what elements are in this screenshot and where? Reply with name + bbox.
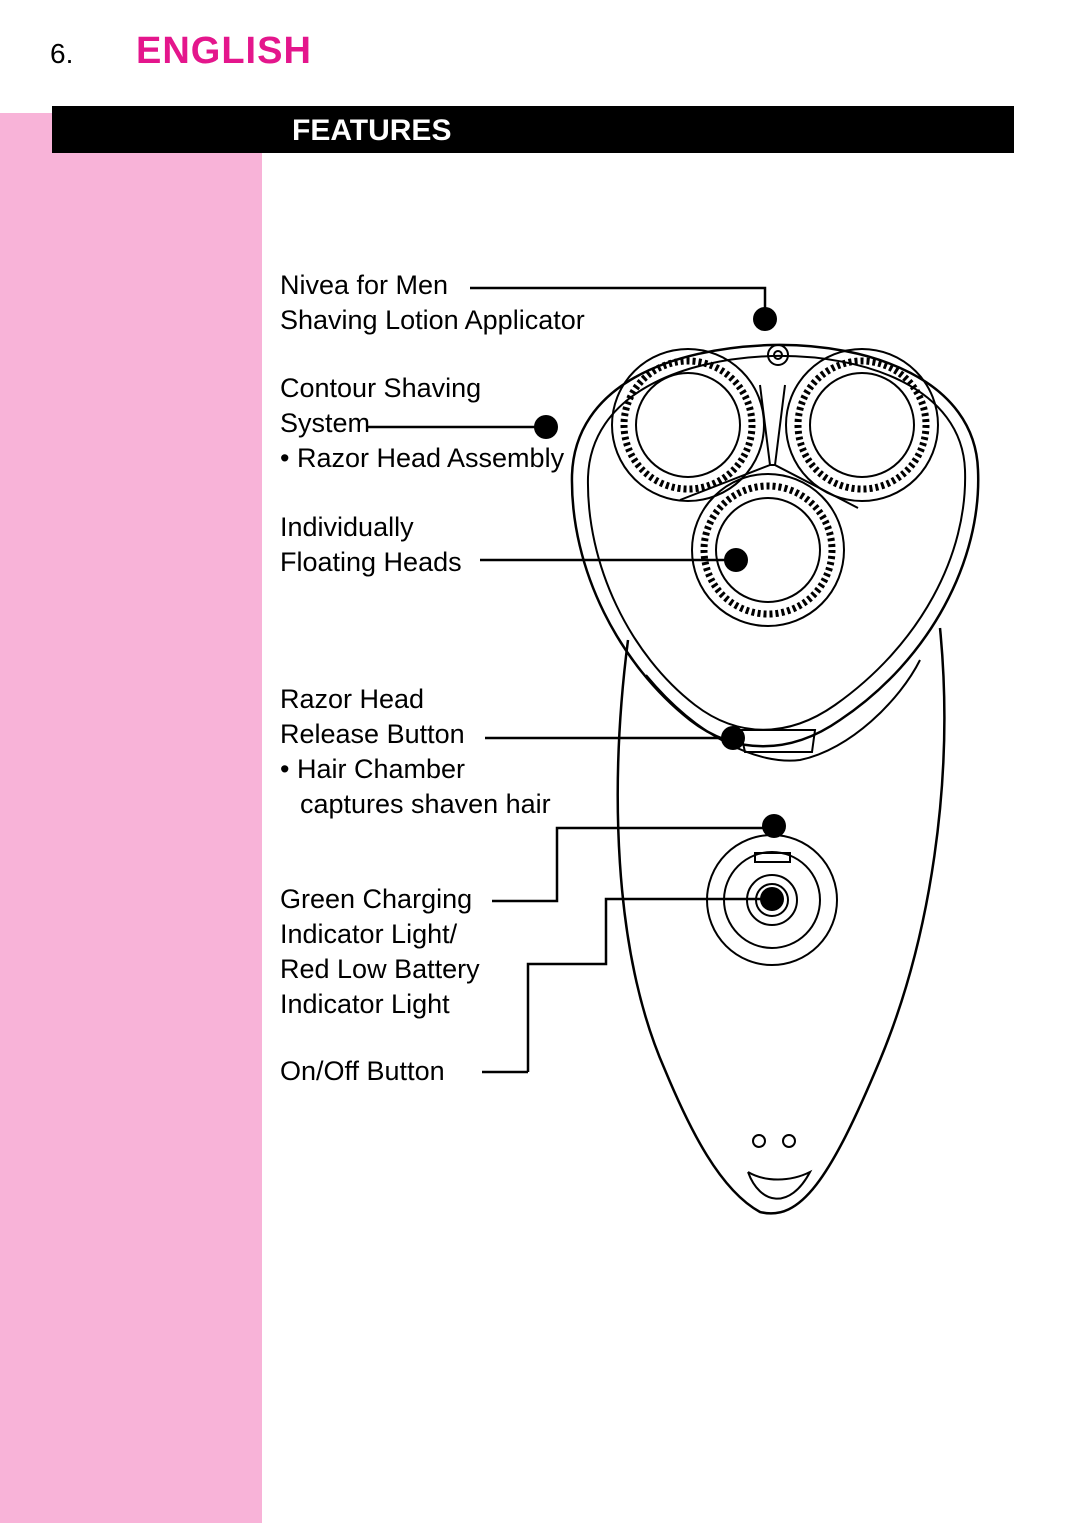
label-line: System	[280, 408, 371, 438]
handle-base	[747, 1169, 813, 1200]
label-line: Indicator Light/	[280, 919, 458, 949]
label-onoff-button: On/Off Button	[280, 1054, 445, 1089]
hair-chamber	[645, 659, 921, 762]
charge-contact	[782, 1134, 796, 1148]
callout-dots	[534, 307, 786, 911]
label-line: Nivea for Men	[280, 270, 449, 300]
language-heading: ENGLISH	[136, 30, 312, 72]
label-line: Floating Heads	[280, 547, 462, 577]
callout-lines	[368, 286, 774, 1074]
label-charging-light: Green Charging Indicator Light/ Red Low …	[280, 882, 480, 1022]
label-line: Individually	[280, 512, 414, 542]
head-shell-outer	[570, 343, 980, 748]
label-line: captures shaven hair	[300, 789, 551, 819]
page-number: 6.	[50, 38, 74, 69]
label-line: Release Button	[280, 719, 465, 749]
label-line: Indicator Light	[280, 989, 450, 1019]
section-header-bar: FEATURES	[52, 106, 1014, 153]
charge-contact	[752, 1134, 766, 1148]
label-line: Shaving Lotion Applicator	[280, 305, 585, 335]
label-line: Red Low Battery	[280, 954, 480, 984]
cutter-head-right	[785, 348, 939, 502]
label-line: Contour Shaving	[280, 373, 482, 403]
label-lotion-applicator: Nivea for Men Shaving Lotion Applicator	[280, 268, 585, 338]
section-title: FEATURES	[292, 114, 452, 147]
label-line: On/Off Button	[280, 1056, 445, 1086]
cutter-head-bottom	[691, 473, 845, 627]
label-line: Green Charging	[280, 884, 473, 914]
label-bullet: • Hair Chamber	[280, 754, 466, 784]
label-floating-heads: Individually Floating Heads	[280, 510, 462, 580]
label-line: Razor Head	[280, 684, 425, 714]
label-release-button: Razor Head Release Button • Hair Chamber…	[280, 682, 551, 822]
shaver-handle	[616, 627, 946, 1215]
cutter-head-left	[611, 348, 765, 502]
label-bullet: • Razor Head Assembly	[280, 443, 565, 473]
label-contour-system: Contour Shaving System • Razor Head Asse…	[280, 371, 564, 476]
side-color-band	[0, 113, 262, 1523]
